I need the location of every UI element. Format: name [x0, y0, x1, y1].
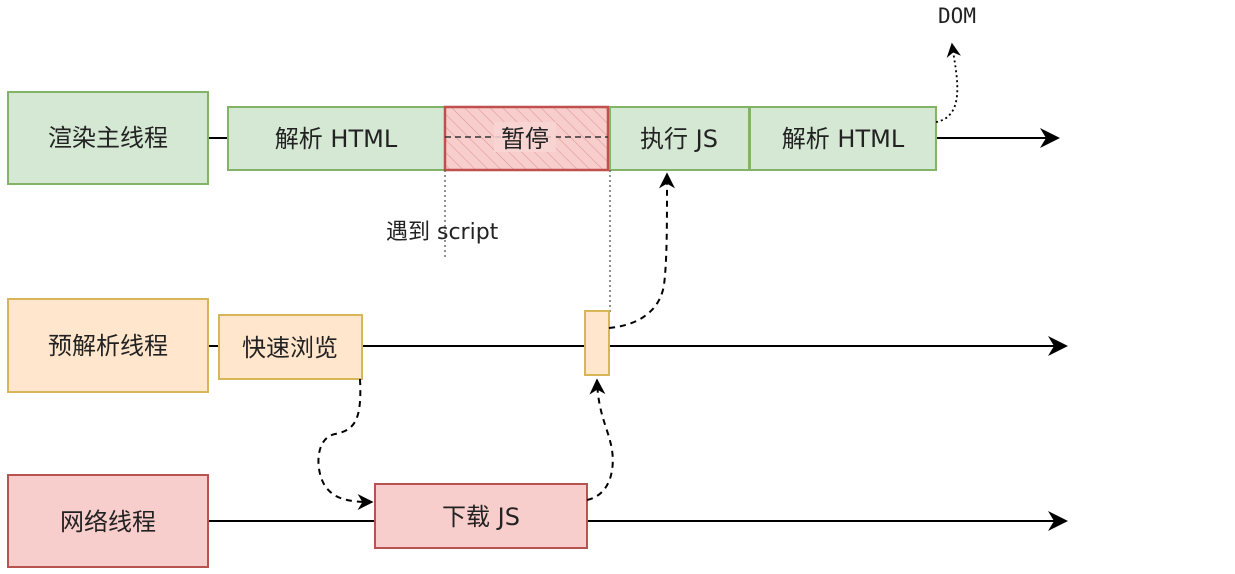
task-download-js: 下载 JS	[374, 483, 588, 549]
task-parse-html-2: 解析 HTML	[749, 106, 937, 171]
main-thread-label: 渲染主线程	[48, 124, 168, 152]
flow-preparse-to-exec-arrow	[608, 172, 675, 329]
network-thread-label: 网络线程	[60, 508, 156, 536]
flow-download-to-preparse-arrow	[586, 378, 614, 501]
task-exec-js-label: 执行 JS	[640, 125, 718, 153]
flow-scan-to-download-arrow	[317, 378, 374, 510]
main-thread-row: 渲染主线程 解析 HTML 暂停 执行 JS 解析 HTML DOM	[7, 4, 1060, 185]
task-quick-scan: 快速浏览	[218, 314, 363, 380]
network-thread-row: 网络线程 下载 JS	[7, 474, 1068, 568]
task-pause-label: 暂停	[501, 125, 549, 153]
task-download-js-label: 下载 JS	[442, 503, 520, 531]
preparse-js-ready-marker	[584, 310, 610, 376]
preparse-thread-label: 预解析线程	[48, 332, 168, 360]
preparse-thread-row: 预解析线程 快速浏览	[7, 298, 1068, 393]
dom-label: DOM	[938, 4, 976, 28]
preparse-thread-label-box: 预解析线程	[7, 298, 209, 393]
task-quick-scan-label: 快速浏览	[242, 334, 338, 362]
main-thread-label-box: 渲染主线程	[7, 91, 209, 185]
task-parse-html-1-label: 解析 HTML	[275, 125, 398, 153]
task-pause: 暂停	[443, 105, 610, 172]
task-parse-html-1: 解析 HTML	[227, 106, 446, 171]
script-annotation: 遇到 script	[386, 220, 499, 245]
task-parse-html-2-label: 解析 HTML	[782, 125, 905, 153]
task-exec-js: 执行 JS	[609, 106, 750, 171]
dom-arrow	[935, 42, 961, 123]
network-thread-label-box: 网络线程	[7, 474, 209, 568]
